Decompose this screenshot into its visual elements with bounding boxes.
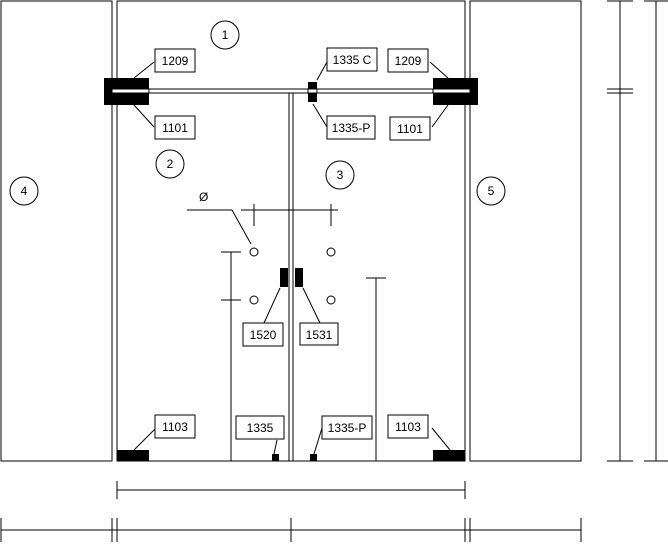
callout-top-patch-right: 1209 bbox=[387, 48, 429, 73]
callout-strike-top-center: 1335 C bbox=[326, 47, 378, 72]
panel-number-top: 1 bbox=[222, 28, 229, 42]
panel-marker-left-side bbox=[9, 176, 39, 206]
hole-left-upper bbox=[249, 247, 259, 257]
door-leaf-right bbox=[292, 92, 466, 462]
callout-text: 1531 bbox=[306, 328, 333, 342]
top-patch-right-gap bbox=[432, 88, 471, 94]
bottom-bolt-left bbox=[272, 454, 279, 461]
panel-marker-right-door bbox=[325, 160, 355, 190]
callout-text: 1101 bbox=[162, 121, 188, 135]
panel-marker-left-door bbox=[155, 149, 185, 179]
panel-number-left-side: 4 bbox=[21, 184, 28, 198]
lock-right bbox=[295, 268, 303, 287]
leader-top-patch-right bbox=[429, 61, 449, 79]
panel-number-right-side: 5 bbox=[488, 184, 495, 198]
leader-strike-top-center bbox=[316, 61, 328, 81]
bottom-patch-left bbox=[117, 450, 149, 461]
leader-bottom-bolt-left bbox=[273, 439, 278, 455]
panel-marker-right-side bbox=[476, 176, 506, 206]
callout-text: 1335-P bbox=[332, 121, 371, 135]
leader-bottom-bolt-right bbox=[313, 427, 323, 455]
callout-text: 1101 bbox=[397, 122, 423, 136]
callout-bottom-patch-left: 1103 bbox=[154, 414, 196, 439]
leader-pivot-top-left bbox=[133, 104, 155, 128]
callout-top-patch-left: 1209 bbox=[154, 48, 196, 73]
leader-pivot-top-right bbox=[431, 104, 449, 128]
callout-bottom-patch-right: 1103 bbox=[387, 414, 429, 439]
callout-text: 1335 bbox=[247, 421, 274, 435]
side-panel-right bbox=[469, 0, 582, 462]
leader-bottom-patch-left bbox=[133, 427, 157, 451]
lock-left bbox=[280, 268, 288, 287]
top-patch-left-gap bbox=[111, 88, 150, 94]
side-panel-left bbox=[0, 0, 113, 462]
bottom-bolt-right bbox=[310, 454, 317, 461]
callout-text: 1103 bbox=[395, 420, 421, 434]
callout-lock-right: 1531 bbox=[299, 322, 339, 346]
callout-bottom-bolt-right: 1335-P bbox=[321, 415, 373, 440]
diameter-leader-diagonal bbox=[231, 209, 252, 245]
callout-text: 1335-P bbox=[328, 421, 367, 435]
hole-right-upper bbox=[326, 247, 336, 257]
panel-marker-top bbox=[210, 20, 240, 50]
callout-bottom-bolt-left: 1335 bbox=[235, 415, 285, 440]
leader-top-patch-left bbox=[133, 61, 155, 79]
leader-lock-right bbox=[302, 287, 321, 324]
callout-strike-top-center-p: 1335-P bbox=[326, 115, 376, 140]
callout-text: 1209 bbox=[395, 54, 422, 68]
diameter-symbol: Ø bbox=[199, 190, 208, 204]
leader-bottom-patch-right bbox=[431, 427, 451, 451]
callout-text: 1209 bbox=[162, 54, 189, 68]
leader-strike-top-center-p bbox=[312, 103, 328, 128]
callout-pivot-top-right: 1101 bbox=[389, 116, 431, 141]
callout-text: 1103 bbox=[162, 420, 188, 434]
callout-lock-left: 1520 bbox=[242, 322, 284, 347]
callout-text: 1520 bbox=[250, 328, 277, 342]
hole-right-lower bbox=[326, 295, 336, 305]
panel-number-right-door: 3 bbox=[337, 168, 344, 182]
panel-number-left-door: 2 bbox=[167, 157, 174, 171]
top-center-strike-gap bbox=[307, 88, 318, 94]
callout-text: 1335 C bbox=[333, 53, 372, 67]
hole-left-lower bbox=[249, 295, 259, 305]
leader-lock-left bbox=[263, 287, 281, 324]
callout-pivot-top-left: 1101 bbox=[154, 115, 196, 140]
door-leaf-left bbox=[116, 92, 290, 462]
bottom-patch-right bbox=[433, 450, 465, 461]
